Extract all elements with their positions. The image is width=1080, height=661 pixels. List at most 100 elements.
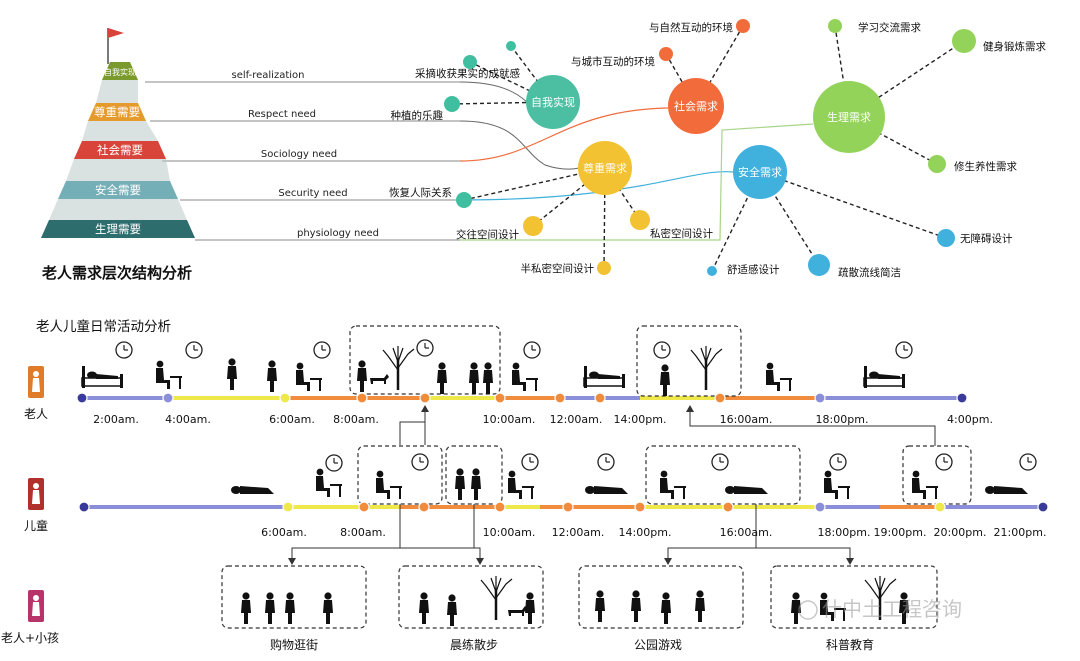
row-icon-head [33, 483, 39, 489]
elder-cane-icon [483, 362, 493, 394]
item-label: 私密空间设计 [650, 227, 713, 240]
connector-social [459, 107, 669, 162]
seesaw-icon [447, 594, 457, 626]
pyramid-level-3 [58, 181, 178, 199]
walking-elder-icon [357, 360, 367, 392]
item-bubble-13 [707, 266, 717, 276]
shopping-stroller-icon [323, 592, 333, 624]
elder-timeline-node-0 [76, 392, 88, 404]
item-label: 舒适感设计 [727, 263, 780, 276]
row-icon-1 [28, 478, 44, 510]
item-label: 疏散流线简洁 [838, 266, 901, 279]
elder-timeline-node-9 [814, 392, 826, 404]
dog-icon-2 [508, 606, 527, 616]
child-play-floor-icon [725, 486, 768, 494]
morning-walk-icon [419, 592, 429, 624]
activity-title: 老人儿童日常活动分析 [36, 318, 171, 335]
arrow-head-1 [421, 405, 429, 412]
dashed-link-0 [469, 61, 554, 103]
elder-timeline-node-7 [594, 392, 606, 404]
pyramid-level-label: 生理需要 [95, 222, 141, 236]
child-time-label: 10:00am. [483, 526, 536, 539]
clock-icon [185, 341, 203, 359]
child-homework-icon [824, 470, 850, 499]
dining-elder-icon-2 [512, 362, 538, 391]
child-timeline-node-7 [722, 501, 734, 513]
row-icon-head [33, 371, 39, 377]
elder-time-label: 10:00am. [483, 413, 536, 426]
connector-safety [459, 171, 734, 201]
item-bubble-12 [937, 229, 955, 247]
item-label: 健身锻炼需求 [983, 40, 1046, 53]
row-icon-body [32, 378, 40, 392]
pyramid-connector-0 [96, 80, 138, 103]
child-time-label: 16:00am. [720, 526, 773, 539]
dashed-link-9 [834, 25, 850, 118]
clock-icon [711, 453, 729, 471]
item-bubble-5 [456, 192, 472, 208]
item-bubble-10 [952, 29, 976, 53]
pyramid-flag-icon [108, 28, 124, 38]
child-timeline-node-5 [562, 501, 574, 513]
item-label: 与自然互动的环境 [649, 21, 733, 34]
child-with-elder-icon [455, 468, 465, 500]
level-english-label: Sociology need [261, 149, 337, 160]
shared-activity-label-2: 公园游戏 [634, 638, 682, 652]
item-bubble-6 [523, 216, 543, 236]
pyramid-level-1 [88, 103, 146, 121]
item-bubble-2 [506, 41, 516, 51]
child-time-label: 19:00pm. [874, 526, 927, 539]
watermark-text: 什中土工程咨询 [822, 597, 962, 621]
item-label: 与城市互动的环境 [571, 55, 655, 68]
sleep-in-bed-icon [81, 365, 124, 389]
child-timeline-node-9 [934, 501, 946, 513]
item-bubble-14 [808, 254, 830, 276]
child-time-label: 21:00pm. [994, 526, 1047, 539]
elder-timeline-node-10 [956, 392, 968, 404]
shopping-elder-icon [241, 592, 251, 624]
child-time-label: 6:00am. [261, 526, 307, 539]
elder-time-label: 4:00pm. [947, 413, 993, 426]
arrow-head-5 [664, 558, 672, 565]
pyramid-title: 老人需求层次结构分析 [41, 264, 192, 282]
row-icon-head [33, 595, 39, 601]
elder-with-child-icon [471, 468, 481, 500]
level-english-label: Security need [278, 188, 347, 199]
item-bubble-3 [736, 19, 750, 33]
arrow-head-3 [288, 558, 296, 565]
connector-physio [460, 123, 814, 241]
watermark: 什中土工程咨询 [798, 597, 962, 621]
child-timeline-node-3 [418, 501, 430, 513]
row-icon-body [32, 490, 40, 504]
hub-bubble-social [668, 78, 724, 134]
shared-activity-box-0 [221, 565, 367, 629]
clock-icon [829, 453, 847, 471]
shared-activity-label-3: 科普教育 [826, 637, 874, 652]
child-desk-icon-2 [508, 470, 534, 499]
item-label: 半私密空间设计 [521, 262, 595, 275]
pyramid-level-4 [41, 220, 195, 238]
item-label: 无障碍设计 [960, 232, 1013, 245]
item-label: 修生养性需求 [954, 160, 1017, 173]
taichi-elder-icon [227, 358, 237, 390]
item-bubble-11 [928, 155, 946, 173]
elder-time-label: 12:00am. [550, 413, 603, 426]
park-run-icon [631, 590, 641, 622]
child-play-icon [376, 470, 402, 499]
item-label: 学习交流需求 [858, 21, 921, 34]
row-icon-body [32, 602, 40, 616]
elder-time-label: 2:00am. [93, 413, 139, 426]
level-english-label: physiology need [297, 228, 379, 239]
clock-icon [597, 453, 615, 471]
clock-icon [416, 339, 434, 357]
tree-icon [381, 344, 416, 392]
item-bubble-8 [597, 261, 611, 275]
dining-elder-icon-3 [766, 362, 792, 391]
elder-walk-icon [525, 592, 535, 624]
shopping-walker-icon [265, 592, 275, 624]
level-english-label: Respect need [248, 109, 316, 120]
clock-icon [935, 453, 953, 471]
child-walker-icon [437, 362, 447, 394]
row-icon-0 [28, 366, 44, 398]
pyramid-connector-1 [82, 121, 158, 141]
